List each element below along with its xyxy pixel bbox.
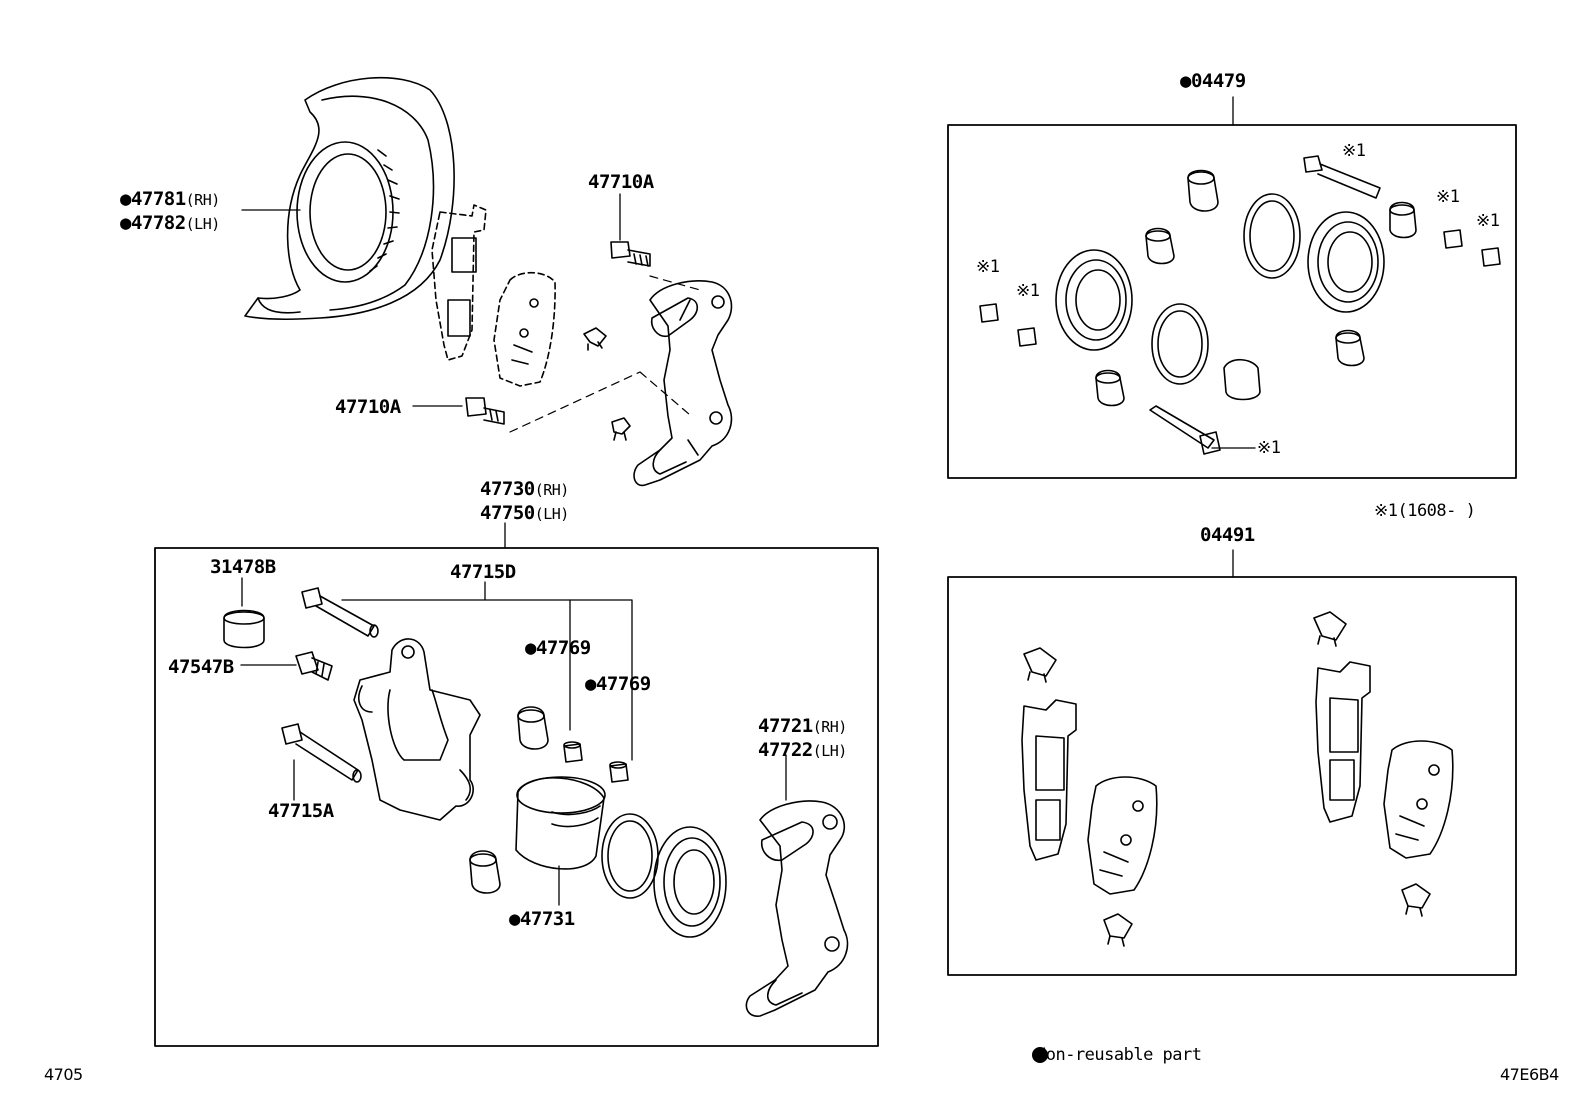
caliper-body	[353, 638, 481, 821]
label-bush-1: ●47769	[525, 637, 591, 659]
label-cap: 31478B	[210, 556, 276, 578]
upper-bolt-top	[610, 241, 651, 267]
label-caliper-lh: 47750(LH)	[480, 502, 569, 524]
label-caliper-rh: 47730(RH)	[480, 478, 569, 500]
lower-mounting-bracket	[745, 800, 849, 1017]
ref-mark-1: ※1	[1342, 141, 1366, 161]
cylinder-boot	[653, 826, 727, 938]
piston	[515, 776, 606, 870]
dashed-guides	[509, 275, 701, 433]
label-bolt-top: 47710A	[588, 171, 654, 193]
ref-mark-3: ※1	[1476, 211, 1500, 231]
seal-kit-parts	[979, 155, 1501, 455]
label-mount-lh: 47722(LH)	[758, 739, 847, 761]
label-shield-lh: ●47782(LH)	[120, 212, 220, 234]
label-pin-set: 47715D	[450, 561, 516, 583]
pin-bushing-2	[609, 761, 629, 783]
label-shield-rh: ●47781(RH)	[120, 188, 220, 210]
label-pin-lower: 47715A	[268, 800, 334, 822]
label-seal-kit: ●04479	[1180, 70, 1246, 92]
guide-pin-lower	[281, 723, 362, 783]
leader-lines	[240, 96, 1256, 906]
seal-kit-frame	[947, 124, 1517, 479]
bleeder-screw	[295, 651, 333, 681]
upper-pad-inner	[431, 204, 487, 361]
bleeder-cap	[223, 609, 265, 649]
piston-seal	[601, 813, 659, 899]
upper-clip-1	[583, 327, 607, 351]
guide-pin-upper	[301, 587, 379, 638]
ref-mark-4: ※1	[976, 257, 1000, 277]
pin-boot-1	[517, 706, 549, 750]
footer-left: 4705	[44, 1065, 83, 1084]
upper-pad-outer	[493, 271, 556, 387]
legend-text: Non-reusable part	[1036, 1045, 1202, 1065]
ref-mark-6: ※1	[1257, 438, 1281, 458]
pin-bushing-1	[563, 741, 583, 763]
upper-clip-2	[611, 417, 631, 441]
label-bolt-mid: 47710A	[335, 396, 401, 418]
ref-note: ※1(1608- )	[1374, 501, 1476, 521]
pad-kit-parts	[1021, 611, 1454, 947]
label-pad-kit: 04491	[1200, 524, 1255, 546]
caliper-assembly-frame	[154, 547, 879, 1047]
upper-mounting-bracket	[633, 280, 733, 487]
label-mount-rh: 47721(RH)	[758, 715, 847, 737]
pin-boot-2	[469, 850, 501, 894]
upper-bolt-mid	[465, 397, 505, 425]
legend-dot-icon	[1032, 1047, 1048, 1063]
label-bush-2: ●47769	[585, 673, 651, 695]
pad-kit-frame	[947, 576, 1517, 976]
label-piston: ●47731	[509, 908, 575, 930]
ref-mark-5: ※1	[1016, 281, 1040, 301]
footer-right: 47E6B4	[1500, 1065, 1559, 1084]
label-bleeder: 47547B	[168, 656, 234, 678]
dust-shield	[244, 76, 455, 321]
ref-mark-2: ※1	[1436, 187, 1460, 207]
